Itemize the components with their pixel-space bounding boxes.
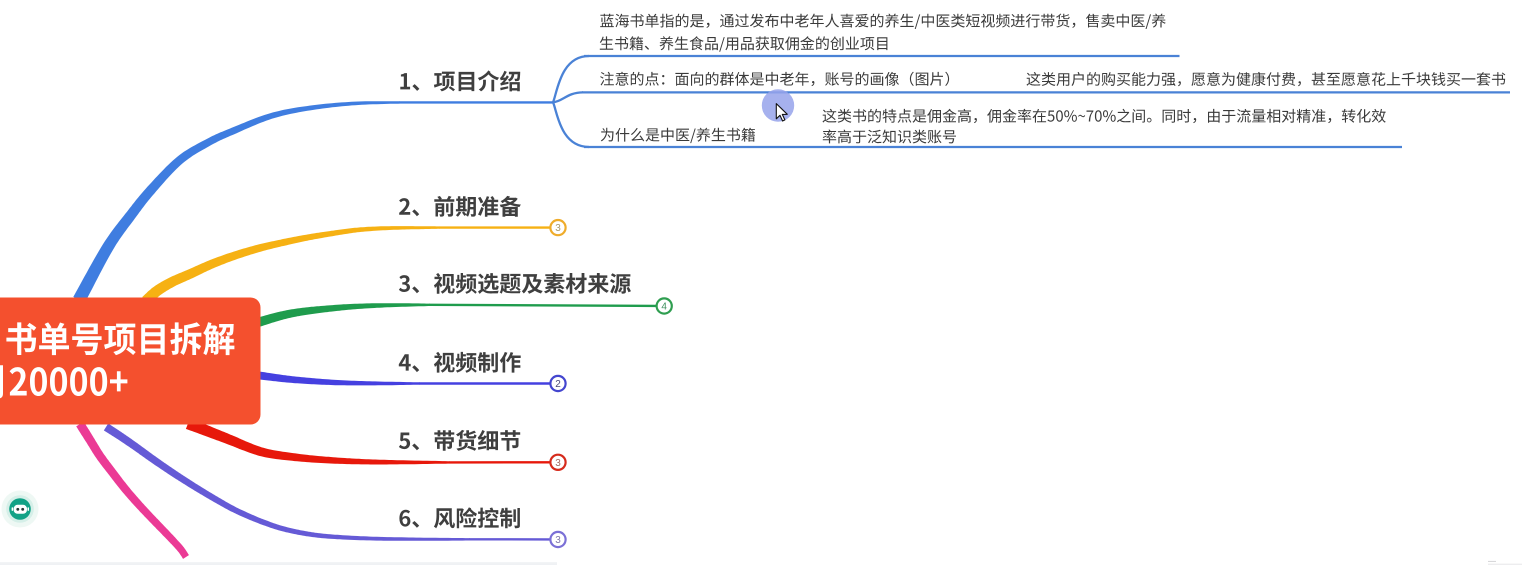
- svg-text:3: 3: [555, 458, 561, 469]
- svg-text:4: 4: [661, 302, 667, 313]
- svg-text:3: 3: [555, 223, 561, 234]
- svg-text:3: 3: [555, 535, 561, 546]
- svg-text:2: 2: [555, 379, 561, 390]
